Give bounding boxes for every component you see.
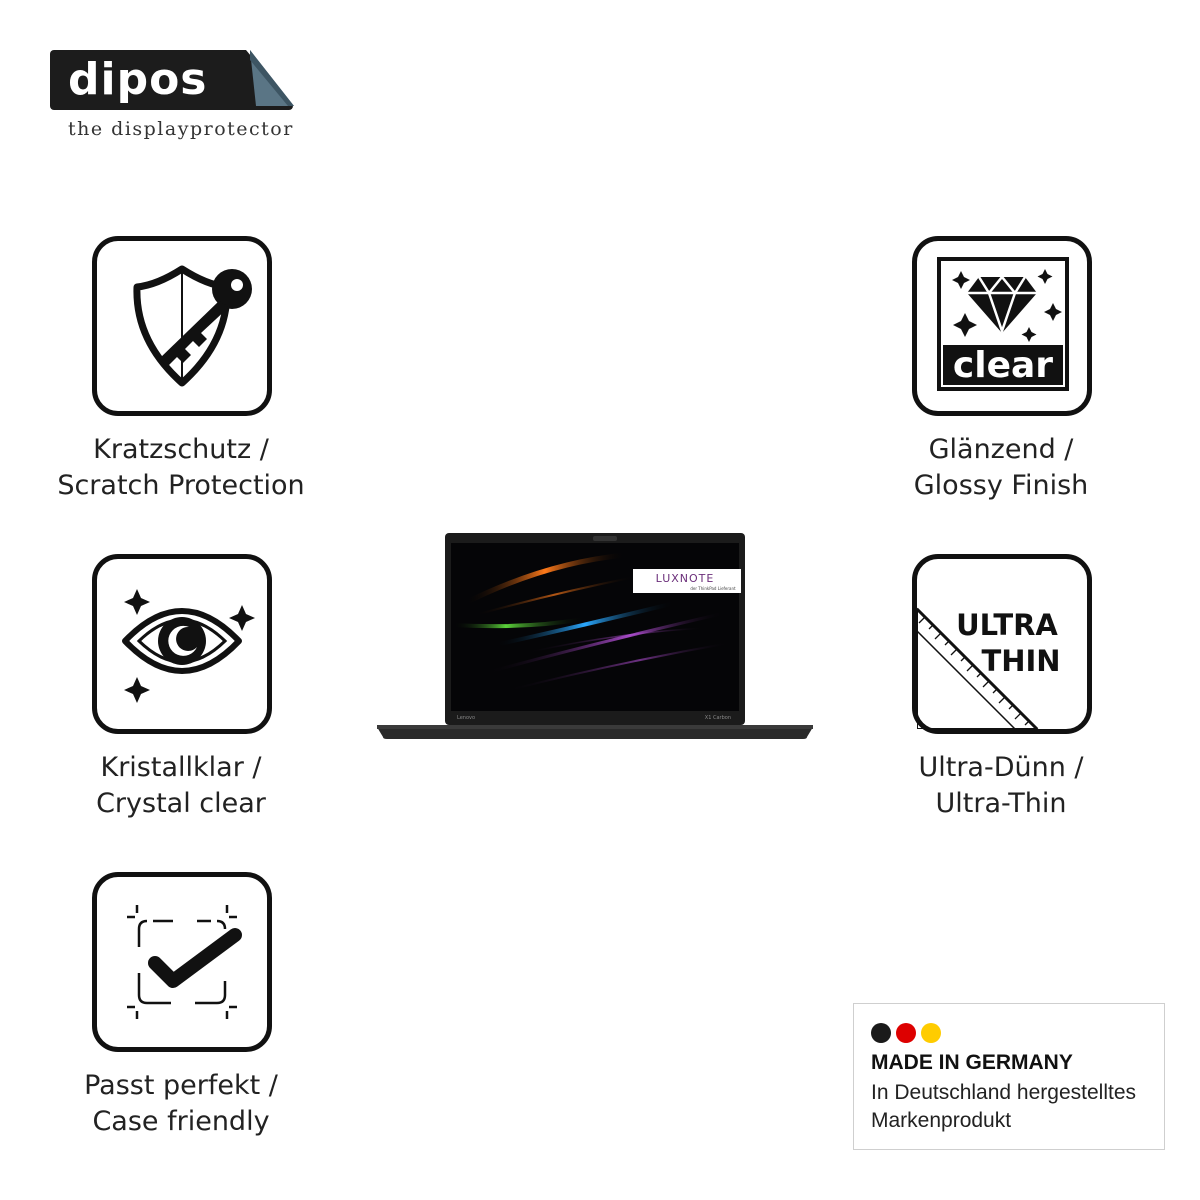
glossy-label-en: Glossy Finish (913, 470, 1089, 501)
crystal-clear-tile (92, 554, 272, 734)
brand-logo: dipos the displayprotector (50, 50, 296, 145)
ultra-badge-text: ULTRA (956, 608, 1058, 642)
crystal-label-de: Kristallklar / (100, 752, 262, 783)
thin-label-de: Ultra-Dünn / (918, 752, 1084, 783)
clear-badge-text: clear (953, 345, 1053, 386)
made-in-germany-subtitle: In Deutschland hergestelltes Markenprodu… (871, 1079, 1136, 1135)
scratch-label-en: Scratch Protection (57, 470, 305, 501)
flag-dot-red (896, 1023, 916, 1043)
ultra-thin-label: Ultra-Dünn / Ultra-Thin (841, 750, 1161, 822)
made-in-line2: Markenprodukt (871, 1109, 1012, 1132)
checkmark-frame-icon (127, 905, 242, 1019)
laptop-product-image: LUXNOTE der ThinkPad Lieferant Lenovo X1… (375, 533, 815, 745)
glossy-finish-tile: clear (912, 236, 1092, 416)
page-curl-icon (246, 50, 296, 110)
scratch-label-de: Kratzschutz / (93, 434, 269, 465)
made-in-germany-badge: MADE IN GERMANY In Deutschland hergestel… (853, 1003, 1165, 1150)
flag-dot-gold (921, 1023, 941, 1043)
laptop-illustration: LUXNOTE der ThinkPad Lieferant Lenovo X1… (377, 533, 813, 739)
luxnote-sub: der ThinkPad Lieferant (690, 586, 736, 591)
crystal-label-en: Crystal clear (96, 788, 266, 819)
scratch-protection-tile (92, 236, 272, 416)
ultra-thin-tile: ULTRA THIN (912, 554, 1092, 734)
thin-label-en: Ultra-Thin (935, 788, 1067, 819)
flag-dot-black (871, 1023, 891, 1043)
bezel-model: X1 Carbon (705, 715, 731, 721)
shield-key-icon (133, 265, 252, 387)
bezel-brand: Lenovo (457, 715, 475, 721)
made-in-line1: In Deutschland hergestelltes (871, 1081, 1136, 1104)
case-friendly-label: Passt perfekt / Case friendly (21, 1068, 341, 1140)
crystal-clear-label: Kristallklar / Crystal clear (21, 750, 341, 822)
fit-label-de: Passt perfekt / (84, 1070, 278, 1101)
logo-tagline: the displayprotector (68, 118, 294, 140)
scratch-protection-label: Kratzschutz / Scratch Protection (21, 432, 341, 504)
eye-sparkle-icon (122, 589, 255, 703)
diamond-clear-icon: clear (937, 257, 1069, 391)
ruler-icon: ULTRA THIN (915, 606, 1061, 731)
made-in-germany-title: MADE IN GERMANY (871, 1051, 1073, 1074)
thin-badge-text: THIN (981, 644, 1060, 678)
fit-label-en: Case friendly (92, 1106, 270, 1137)
case-friendly-tile (92, 872, 272, 1052)
glossy-finish-label: Glänzend / Glossy Finish (841, 432, 1161, 504)
glossy-label-de: Glänzend / (928, 434, 1074, 465)
luxnote-logo: LUXNOTE (656, 572, 715, 585)
logo-wordmark: dipos (68, 54, 208, 105)
